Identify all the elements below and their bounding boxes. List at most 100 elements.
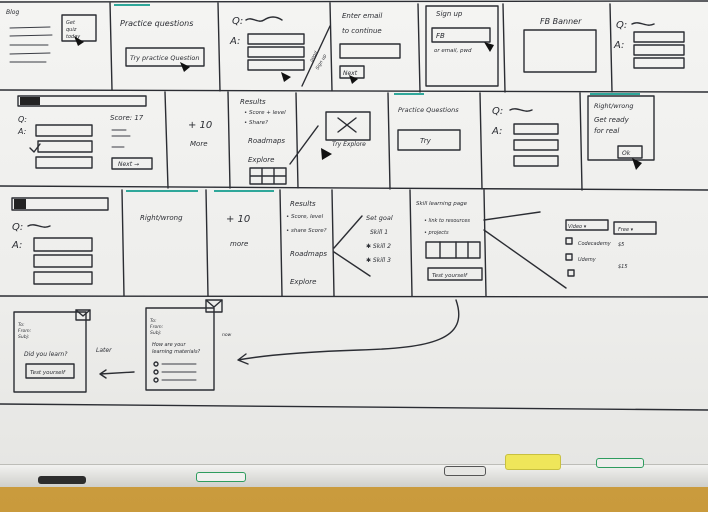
svg-text:Results: Results [240, 98, 266, 106]
svg-text:Q:: Q: [12, 222, 23, 233]
frame-question-answer-4: Q: A: [11, 197, 109, 285]
row3-frame-borders [0, 189, 708, 298]
svg-text:How are your: How are your [152, 342, 186, 348]
frame-right-wrong: Right/wrong [140, 214, 183, 222]
frame-question-answer-3: Q: A: [491, 106, 559, 167]
svg-text:to continue: to continue [342, 27, 382, 35]
marker-green-2[interactable] [596, 458, 644, 468]
wireframe-sketches: Blog Get quiz today Practice questions T… [0, 0, 708, 411]
svg-text:Try Explore: Try Explore [332, 141, 366, 148]
svg-text:From:: From: [18, 328, 32, 334]
svg-text:Codecademy: Codecademy [578, 241, 612, 247]
svg-text:Free ▾: Free ▾ [618, 227, 634, 233]
svg-text:Roadmaps: Roadmaps [290, 250, 327, 258]
frame-practice-questions-2: Practice Questions Try [394, 93, 461, 151]
frame-blog: Blog Get quiz today [6, 9, 97, 63]
svg-text:To:: To: [150, 318, 157, 324]
svg-text:now: now [222, 333, 232, 338]
frame-plus-ten: + 10 More [188, 120, 212, 148]
frame-results-2: Results • Score, level • share Score? Ro… [286, 200, 371, 286]
svg-text:Test yourself: Test yourself [432, 273, 468, 279]
frame-enter-email: Enter email to continue Next [339, 12, 401, 84]
svg-text:Later: Later [96, 347, 112, 354]
svg-text:+ 10: + 10 [226, 214, 250, 225]
svg-text:A:: A: [613, 40, 624, 51]
marker-black[interactable] [38, 476, 86, 484]
svg-text:• share Score?: • share Score? [286, 228, 327, 234]
svg-text:Q:: Q: [492, 106, 503, 117]
svg-text:✱ Skill 3: ✱ Skill 3 [366, 257, 391, 264]
frame-explore: Try Explore [321, 111, 371, 160]
svg-text:Get: Get [66, 20, 76, 26]
svg-text:learning materials?: learning materials? [152, 349, 201, 355]
frame-plus-ten-2: + 10 more [226, 214, 250, 248]
svg-text:A:: A: [229, 36, 240, 47]
svg-text:Score: 17: Score: 17 [110, 114, 144, 122]
frame-results: Results • Score + level • Share? Roadmap… [240, 98, 319, 185]
svg-text:✱ Skill 2: ✱ Skill 2 [366, 243, 391, 250]
svg-text:From:: From: [150, 324, 164, 330]
svg-text:$5: $5 [618, 242, 624, 248]
svg-text:• Score + level: • Score + level [244, 110, 286, 116]
svg-text:Next: Next [343, 70, 358, 77]
svg-text:FB Banner: FB Banner [540, 17, 582, 26]
row4-border [0, 403, 708, 411]
later-arrow: Later [96, 347, 135, 379]
row2-frame-borders [0, 91, 708, 191]
svg-text:for real: for real [594, 127, 619, 135]
frame-set-goal: Set goal Skill 1 ✱ Skill 2 ✱ Skill 3 [366, 214, 393, 264]
svg-text:Q:: Q: [18, 115, 27, 124]
svg-text:Practice questions: Practice questions [120, 19, 193, 28]
svg-text:Explore: Explore [248, 156, 274, 164]
svg-text:Sign up: Sign up [436, 10, 463, 18]
svg-text:To:: To: [18, 322, 25, 328]
svg-text:Enter email: Enter email [342, 12, 382, 20]
eraser[interactable] [505, 454, 561, 470]
svg-text:today: today [66, 34, 81, 40]
svg-text:Set goal: Set goal [366, 214, 393, 222]
svg-text:Did you learn?: Did you learn? [24, 351, 68, 358]
svg-text:Roadmaps: Roadmaps [248, 137, 285, 145]
frame-right-wrong-modal: Right/wrong Get ready for real Ok [587, 93, 655, 170]
svg-text:Try practice Question: Try practice Question [130, 54, 199, 62]
svg-text:FB: FB [436, 32, 445, 40]
svg-text:Right/wrong: Right/wrong [594, 102, 634, 110]
svg-text:Subj:: Subj: [18, 334, 30, 340]
frame-email-learn: To: From: Subj: Did you learn? Test your… [13, 309, 91, 393]
frame-skill-learning: Skill learning page • link to resources … [416, 201, 567, 289]
svg-text:A:: A: [491, 126, 502, 137]
frame-question-answer-2: Q: A: [613, 20, 685, 69]
svg-text:Practice Questions: Practice Questions [398, 106, 459, 114]
svg-text:good: good [309, 50, 320, 63]
svg-text:Results: Results [290, 200, 316, 208]
svg-text:• Share?: • Share? [244, 120, 268, 126]
svg-text:More: More [190, 140, 208, 148]
svg-text:Ok: Ok [622, 150, 631, 157]
frame-quiz-score: Q: Score: 17 A: Next → [17, 95, 153, 170]
svg-text:Explore: Explore [290, 278, 316, 286]
frame-practice-questions: Practice questions Try practice Question [114, 4, 205, 72]
marker-gray[interactable] [444, 466, 486, 476]
svg-text:$15: $15 [618, 264, 628, 270]
row1-frame-borders [0, 0, 708, 93]
curved-arrow [237, 299, 460, 365]
svg-text:Q:: Q: [616, 20, 627, 31]
marker-green[interactable] [196, 472, 246, 482]
svg-text:Video ▾: Video ▾ [568, 224, 587, 230]
svg-text:Q:: Q: [232, 16, 243, 27]
svg-text:+ 10: + 10 [188, 120, 212, 131]
svg-text:Skill 1: Skill 1 [370, 229, 388, 236]
svg-text:Skill learning page: Skill learning page [416, 201, 468, 207]
svg-text:• link to resources: • link to resources [424, 218, 470, 224]
svg-text:Blog: Blog [6, 9, 19, 16]
svg-text:Get ready: Get ready [594, 116, 630, 124]
svg-text:Next →: Next → [118, 161, 139, 168]
svg-text:quiz: quiz [66, 27, 77, 33]
svg-text:Right/wrong: Right/wrong [140, 214, 183, 222]
frame-fb-banner: FB Banner [523, 17, 597, 73]
svg-text:Test yourself: Test yourself [30, 370, 66, 376]
svg-text:Udemy: Udemy [578, 257, 597, 263]
frame-sign-up: Sign up FB or email, pwd [425, 5, 499, 87]
frame-question-answer: Q: A: good Sign up [229, 16, 331, 87]
svg-text:A:: A: [11, 240, 22, 251]
